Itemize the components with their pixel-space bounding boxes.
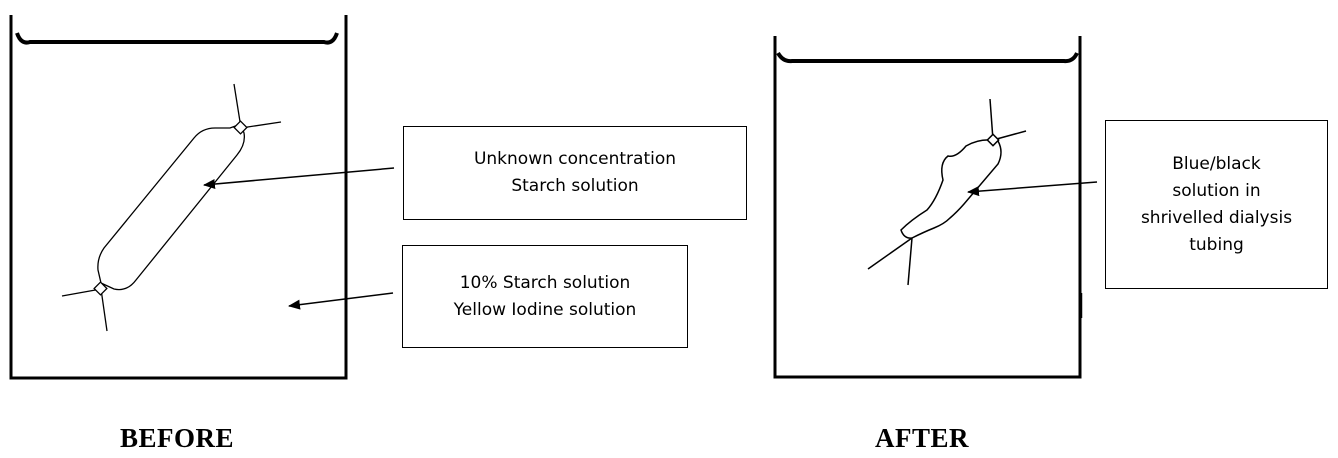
outer-solution-label-line-1: 10% Starch solution xyxy=(459,272,631,293)
after-tube-string-top-2 xyxy=(992,130,1027,141)
inner-solution-label-line-1: Unknown concentration xyxy=(473,149,677,169)
after-dialysis-tube xyxy=(867,98,1027,286)
after-tube-string-top-1 xyxy=(989,98,994,141)
after-label-line-2: solution in xyxy=(1172,180,1261,201)
arrow-to-shrivelled-tubing xyxy=(967,181,1098,197)
before-tube-body xyxy=(97,123,245,291)
before-caption: BEFORE xyxy=(120,423,235,453)
inner-solution-label-box: Unknown concentration Starch solution xyxy=(403,126,747,220)
after-beaker-walls xyxy=(773,36,1082,379)
before-beaker xyxy=(9,15,348,380)
before-beaker-liquid-surface xyxy=(15,32,339,45)
after-beaker-liquid-surface xyxy=(776,51,1079,64)
after-label-line-1: Blue/black xyxy=(1172,153,1261,174)
before-tube-string-bottom-1 xyxy=(61,288,102,297)
before-tube-string-bottom-2 xyxy=(100,288,108,332)
after-beaker xyxy=(773,36,1082,379)
after-label-line-4: tubing xyxy=(1189,234,1244,255)
outer-solution-label-line-2: Yellow Iodine solution xyxy=(453,299,637,320)
after-solution-label-box: Blue/black solution in shrivelled dialys… xyxy=(1105,120,1328,289)
after-caption: AFTER xyxy=(875,423,970,453)
arrow-to-inner-solution xyxy=(203,167,395,189)
outer-solution-label-box: 10% Starch solution Yellow Iodine soluti… xyxy=(402,245,688,348)
before-dialysis-tube xyxy=(61,83,282,332)
before-tube-knot-top xyxy=(233,120,248,135)
before-tube-string-top-2 xyxy=(240,121,282,129)
after-tube-string-bottom-1 xyxy=(867,237,913,270)
arrow-to-outer-solution xyxy=(288,292,394,310)
after-tube-knot-top xyxy=(986,133,1000,147)
before-tube-knot-bottom xyxy=(93,281,108,296)
after-tube-body xyxy=(900,139,1002,239)
before-beaker-walls xyxy=(9,15,348,380)
after-tube-string-bottom-2 xyxy=(907,237,913,286)
inner-solution-label-line-2: Starch solution xyxy=(511,176,639,196)
before-tube-string-top-1 xyxy=(233,83,242,129)
after-beaker-gap xyxy=(1048,293,1078,333)
after-label-line-3: shrivelled dialysis xyxy=(1140,207,1293,228)
